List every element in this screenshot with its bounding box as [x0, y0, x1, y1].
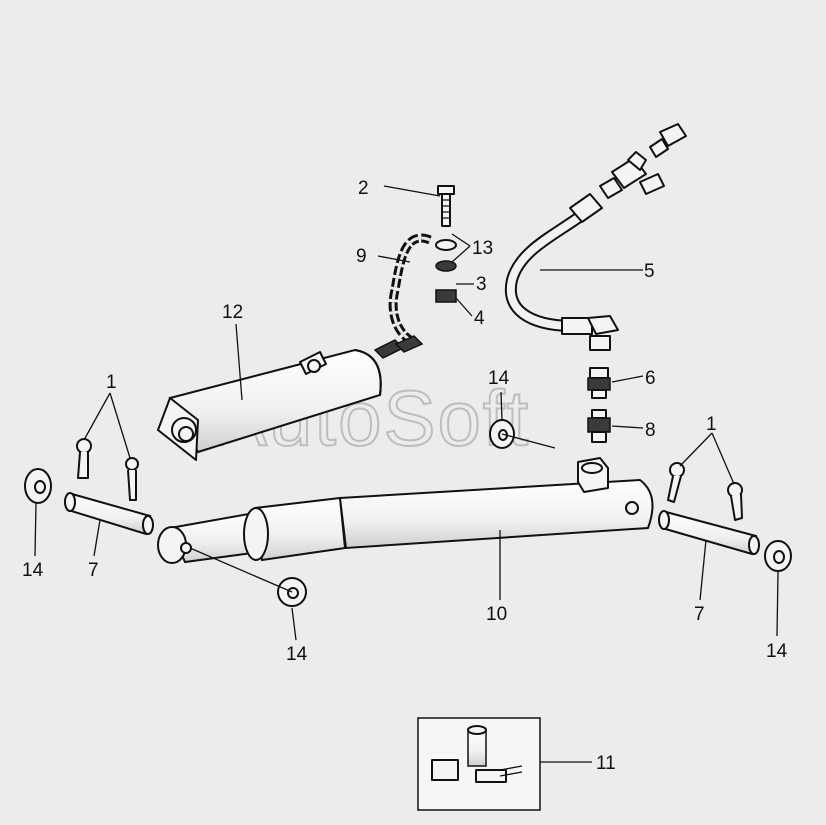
hydraulic-cylinder-main	[157, 457, 654, 564]
callout-1-right: 1	[706, 414, 717, 435]
pin-right	[658, 510, 760, 556]
callout-6: 6	[645, 368, 656, 389]
callout-14-bottom: 14	[286, 644, 308, 665]
callout-9: 9	[356, 246, 367, 267]
cotter-pin-left-b	[125, 457, 139, 501]
lift-cylinder-small	[157, 348, 382, 461]
safety-chain	[373, 233, 432, 359]
cotter-pin-right-b	[727, 482, 743, 521]
check-valve-fitting	[587, 409, 611, 443]
steel-pipe	[645, 16, 768, 158]
callout-7-right: 7	[694, 604, 705, 625]
callout-10: 10	[486, 604, 507, 625]
tee-fitting	[599, 151, 665, 199]
callout-4: 4	[474, 308, 485, 329]
callout-1-left: 1	[106, 372, 117, 393]
nut	[435, 289, 457, 303]
callout-14-middle: 14	[488, 368, 510, 389]
repair-kit-inset	[417, 717, 541, 811]
washer-right	[764, 540, 792, 572]
callout-5: 5	[644, 261, 655, 282]
washer-13	[435, 239, 457, 251]
callout-12: 12	[222, 302, 243, 323]
callout-3: 3	[476, 274, 487, 295]
callout-13: 13	[472, 238, 493, 259]
callout-11: 11	[596, 753, 616, 774]
hydraulic-hose	[504, 193, 619, 351]
spring-washer	[435, 260, 457, 272]
callout-2: 2	[358, 178, 369, 199]
leader-lines	[34, 185, 779, 763]
callout-14-right: 14	[766, 641, 788, 662]
bolt	[437, 185, 455, 227]
washer-left	[24, 468, 52, 504]
cotter-pin-right-a	[667, 462, 685, 503]
cotter-pin-left-a	[76, 438, 92, 479]
pin-left	[64, 492, 154, 536]
adapter-fitting	[587, 367, 611, 399]
callout-7-left: 7	[88, 560, 99, 581]
callout-8: 8	[645, 420, 656, 441]
callout-14-left: 14	[22, 560, 44, 581]
